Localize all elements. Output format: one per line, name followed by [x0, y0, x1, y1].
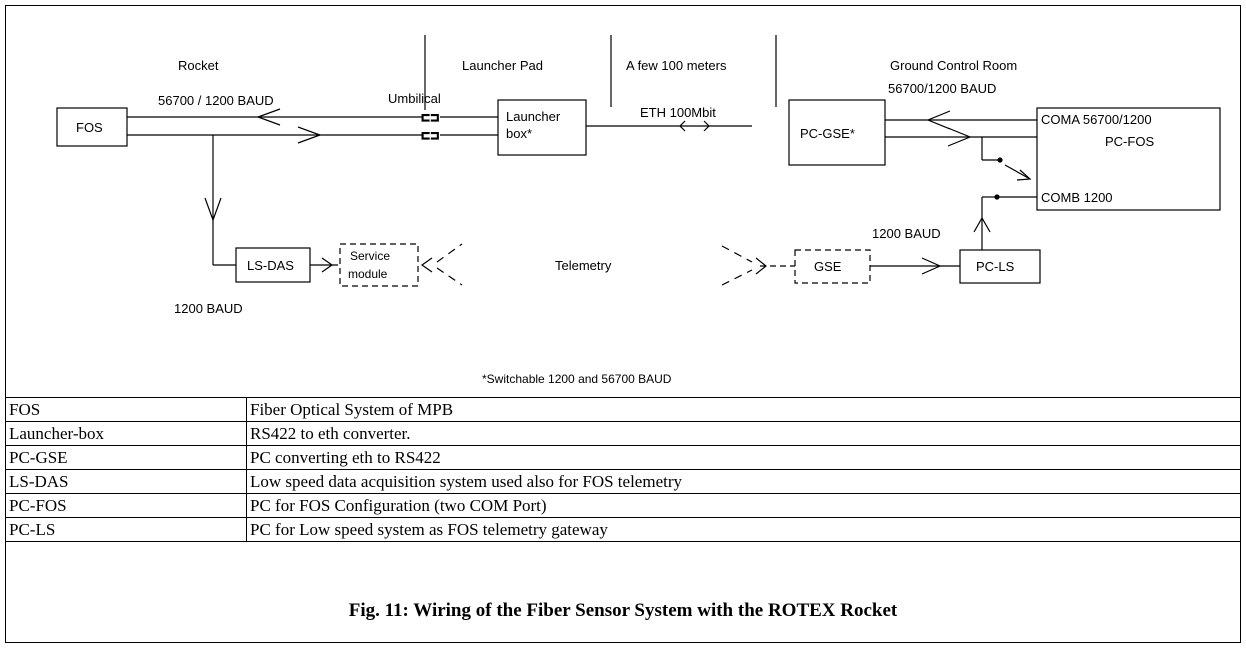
legend-term: PC-LS: [5, 517, 247, 542]
launcher-box: [497, 99, 587, 156]
zone-rocket: Rocket: [178, 58, 219, 73]
legend-description: RS422 to eth converter.: [246, 421, 1241, 446]
legend-term: FOS: [5, 397, 247, 422]
node-launcher-line2: box*: [506, 126, 532, 141]
zone-ground-control: Ground Control Room: [890, 58, 1017, 73]
fos-box: [56, 107, 128, 147]
legend-term: Launcher-box: [5, 421, 247, 446]
legend-description: Low speed data acquisition system used a…: [246, 469, 1241, 494]
legend-term: PC-GSE: [5, 445, 247, 470]
label-telemetry: Telemetry: [555, 258, 612, 273]
legend-description: PC converting eth to RS422: [246, 445, 1241, 470]
label-baud-right: 56700/1200 BAUD: [888, 81, 996, 96]
label-baud-1200-left: 1200 BAUD: [174, 301, 243, 316]
legend-term: LS-DAS: [5, 469, 247, 494]
node-pc-fos-coma: COMA 56700/1200: [1041, 112, 1152, 127]
node-service-line2: module: [348, 267, 388, 281]
node-ls-das: LS-DAS: [247, 258, 294, 273]
figure-caption: Fig. 11: Wiring of the Fiber Sensor Syst…: [348, 600, 898, 621]
wiring-diagram: ⊏⊐ ⊏⊐: [56, 35, 1221, 386]
legend-term: PC-FOS: [5, 493, 247, 518]
node-service-line1: Service: [350, 249, 390, 263]
zone-distance: A few 100 meters: [626, 58, 727, 73]
label-eth: ETH 100Mbit: [640, 105, 716, 120]
figure-frame: [5, 5, 1241, 643]
label-umbilical: Umbilical: [388, 91, 441, 106]
label-baud-left: 56700 / 1200 BAUD: [158, 93, 274, 108]
node-pc-fos-name: PC-FOS: [1105, 134, 1154, 149]
legend-description: PC for FOS Configuration (two COM Port): [246, 493, 1241, 518]
node-gse: GSE: [814, 259, 842, 274]
node-pc-fos-comb: COMB 1200: [1041, 190, 1113, 205]
pc-fos-box: [1036, 107, 1221, 211]
svg-text:⊏⊐: ⊏⊐: [421, 112, 439, 124]
label-footnote: *Switchable 1200 and 56700 BAUD: [482, 372, 672, 386]
node-launcher-line1: Launcher: [506, 109, 561, 124]
pc-gse-box: [788, 99, 886, 166]
svg-text:⊏⊐: ⊏⊐: [421, 130, 439, 142]
arrow-left-top: [256, 108, 281, 126]
label-baud-1200-right: 1200 BAUD: [872, 226, 941, 241]
legend-description: PC for Low speed system as FOS telemetry…: [246, 517, 1241, 542]
zone-launcher-pad: Launcher Pad: [462, 58, 543, 73]
node-fos: FOS: [76, 120, 103, 135]
node-pc-gse: PC-GSE*: [800, 126, 855, 141]
legend-description: Fiber Optical System of MPB: [246, 397, 1241, 422]
node-pc-ls: PC-LS: [976, 259, 1015, 274]
pc-ls-box: [959, 249, 1041, 284]
arrow-right-bottom: [297, 126, 322, 144]
